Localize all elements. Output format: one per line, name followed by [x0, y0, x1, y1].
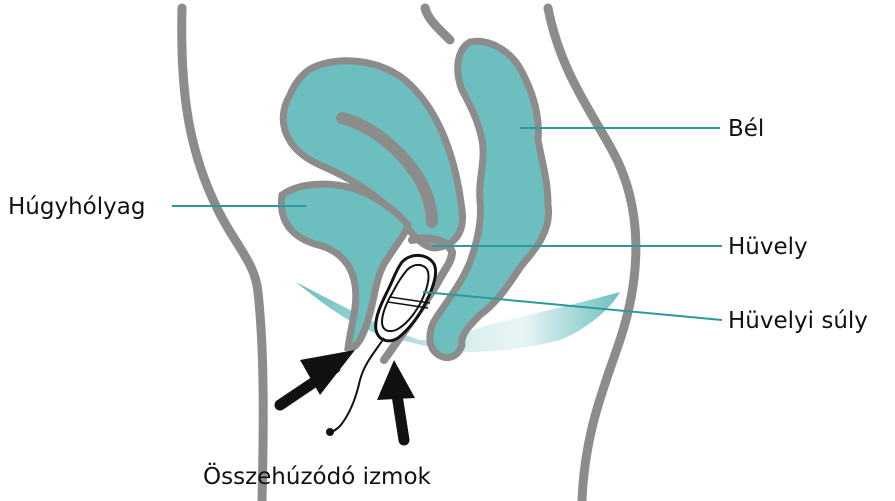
vaginal-weight-device	[326, 255, 436, 436]
label-muscles: Összehúzódó izmok	[203, 462, 432, 490]
label-bowel: Bél	[728, 116, 764, 142]
string-end-bead	[326, 428, 334, 436]
label-vagina: Hüvely	[728, 234, 808, 260]
contraction-arrows	[280, 350, 415, 440]
left-arrow-icon	[280, 350, 355, 405]
label-vaginal-weight: Hüvelyi súly	[728, 308, 868, 334]
weight-retrieval-string	[330, 338, 384, 432]
right-arrow-icon	[377, 360, 415, 440]
label-bladder: Húgyhólyag	[8, 194, 145, 220]
